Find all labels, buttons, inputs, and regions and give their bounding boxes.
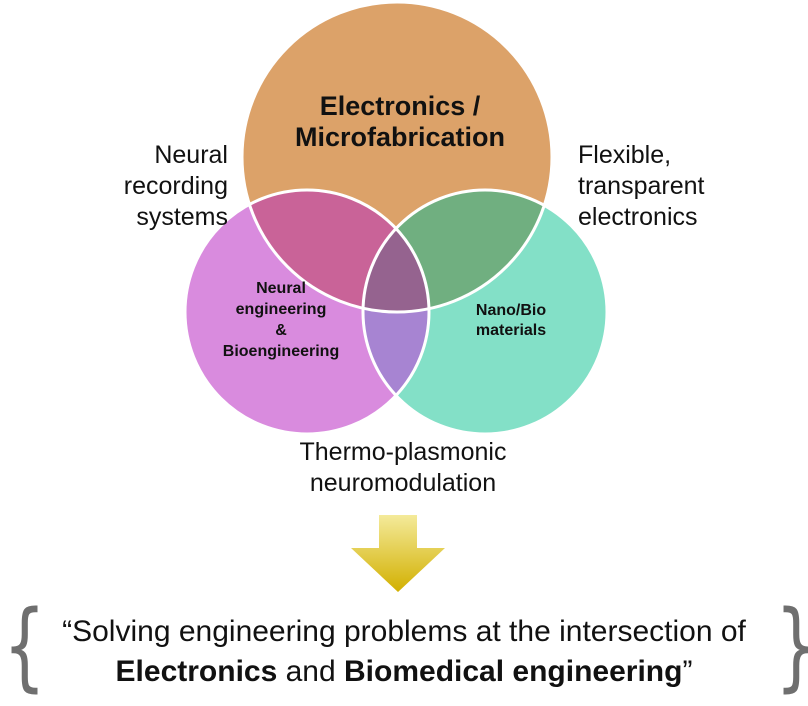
quote-and: and <box>277 655 345 688</box>
label-neural-line3: & <box>275 322 287 339</box>
annotation-thermo-plasmonic: Thermo-plasmonic neuromodulation <box>288 437 518 499</box>
annotation-thermo-plasmonic-line2: neuromodulation <box>309 469 497 497</box>
down-arrow-shape <box>351 515 445 592</box>
label-neural-line4: Bioengineering <box>223 343 339 360</box>
quote-line-2: Electronics and Biomedical engineering” <box>40 653 768 691</box>
quote-close: ” <box>682 655 693 688</box>
label-neural-line1: Neural <box>256 280 306 297</box>
annotation-neural-recording-line2: systems <box>136 203 228 231</box>
label-nano-line1: Nano/Bio <box>476 302 546 319</box>
venn-diagram: Electronics / Microfabrication Neural en… <box>183 0 609 436</box>
label-electronics-line1: Electronics / <box>320 91 481 121</box>
annotation-flexible-electronics-line1: Flexible, transparent <box>578 141 705 200</box>
annotation-neural-recording: Neural recording systems <box>48 140 228 233</box>
label-neural-line2: engineering <box>236 301 327 318</box>
annotation-neural-recording-line1: Neural recording <box>123 141 228 200</box>
annotation-flexible-electronics: Flexible, transparent electronics <box>578 140 803 233</box>
right-brace: } <box>775 598 808 694</box>
annotation-thermo-plasmonic-line1: Thermo-plasmonic <box>299 438 507 466</box>
annotation-flexible-electronics-line2: electronics <box>578 203 698 231</box>
quote-line-1: “Solving engineering problems at the int… <box>40 613 768 651</box>
arrow-graphic <box>351 515 445 592</box>
quote-bold-electronics: Electronics <box>115 655 278 688</box>
label-nano-line2: materials <box>476 322 546 339</box>
circle-outline-top <box>240 0 554 314</box>
circle-outline-left <box>183 188 431 436</box>
circle-outline-right <box>361 188 609 436</box>
label-electronics-line2: Microfabrication <box>295 122 505 152</box>
quote-text-line1: “Solving engineering problems at the int… <box>62 615 746 648</box>
left-brace: { <box>3 590 46 702</box>
quote-bold-biomedical: Biomedical engineering <box>344 655 683 688</box>
